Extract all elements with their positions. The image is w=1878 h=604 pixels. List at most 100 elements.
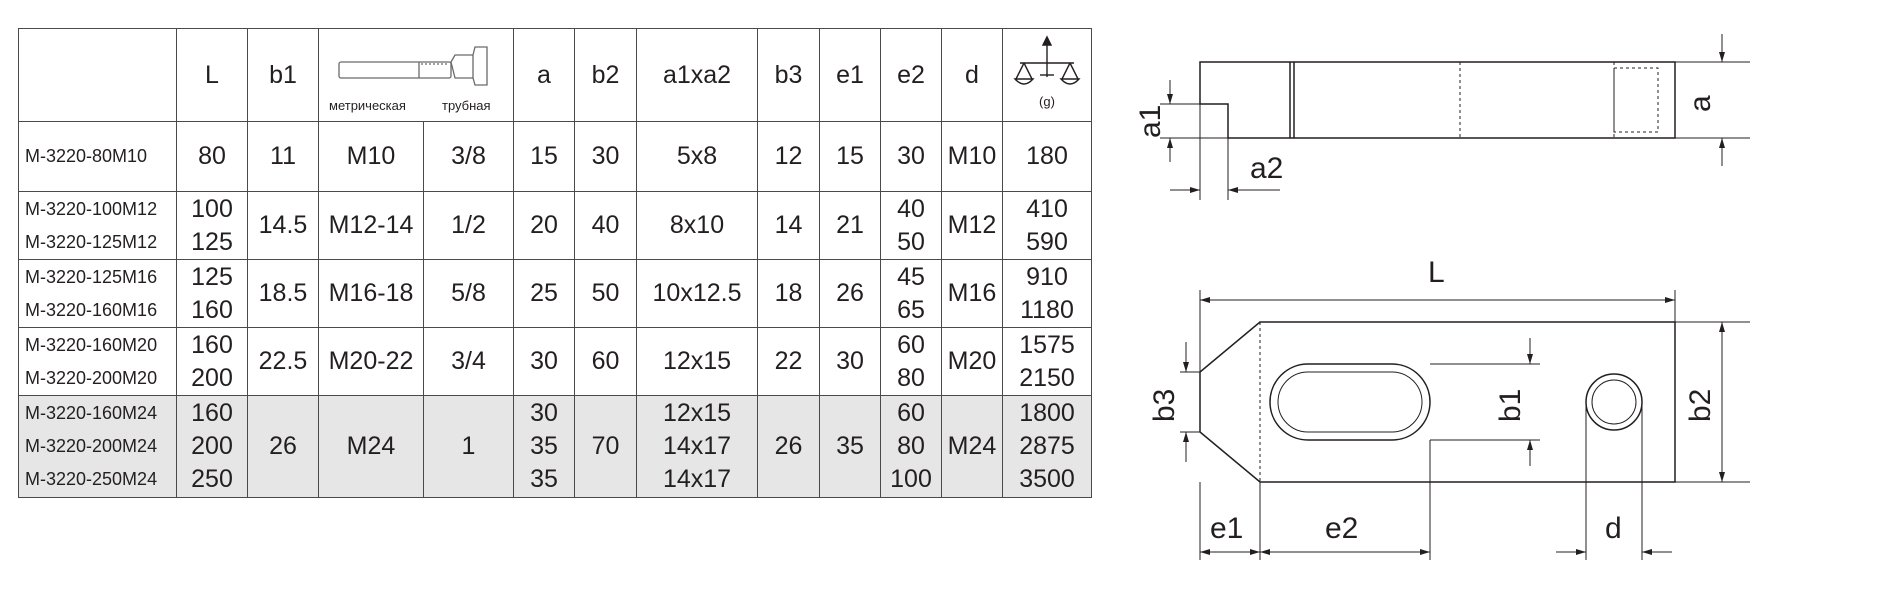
cell-pipe: 1/2 [423, 191, 514, 260]
header-thread: метрическая трубная [318, 28, 514, 122]
bolt-icon [338, 46, 488, 86]
header-e1: e1 [819, 28, 881, 122]
cell-b3: 22 [757, 327, 820, 396]
slot [1269, 363, 1431, 441]
cell-d: M16 [941, 259, 1003, 328]
hole-inner [1591, 379, 1637, 425]
header-row: L b1 метрическая трубная [18, 28, 1092, 122]
cell-metric: M16-18 [318, 259, 424, 328]
label-b1: b1 [1494, 389, 1527, 422]
cell-pipe: 3/8 [423, 121, 514, 192]
cell-e1: 15 [819, 121, 881, 192]
slot-inner [1277, 371, 1423, 433]
header-weight: (g) [1002, 28, 1092, 122]
cell-e1: 35 [819, 395, 881, 498]
label-e2: e2 [1325, 512, 1358, 545]
cell-b1: 14.5 [247, 191, 319, 260]
top-body-outline [1199, 321, 1676, 483]
label-a: a [1684, 95, 1717, 112]
cell-metric: M20-22 [318, 327, 424, 396]
cell-a: 30 [513, 327, 575, 396]
label-d: d [1605, 512, 1622, 545]
cell-a: 25 [513, 259, 575, 328]
header-thread-pipe: трубная [442, 98, 491, 113]
cell-b2: 50 [574, 259, 637, 328]
cell-metric: M12-14 [318, 191, 424, 260]
header-b2: b2 [574, 28, 637, 122]
header-d: d [941, 28, 1003, 122]
header-code [18, 28, 177, 122]
cell-e1: 26 [819, 259, 881, 328]
cell-b2: 30 [574, 121, 637, 192]
cell-b3: 12 [757, 121, 820, 192]
header-weight-unit: (g) [1039, 94, 1055, 109]
cell-code: M-3220-80M10 [18, 121, 177, 192]
cell-e1: 21 [819, 191, 881, 260]
cell-b3: 14 [757, 191, 820, 260]
cell-a: 20 [513, 191, 575, 260]
cell-pipe: 1 [423, 395, 514, 498]
header-L: L [176, 28, 248, 122]
header-a1xa2: a1xa2 [636, 28, 758, 122]
cell-metric: M10 [318, 121, 424, 192]
cell-b1: 11 [247, 121, 319, 192]
cell-e2: 30 [880, 121, 942, 192]
cell-b2: 70 [574, 395, 637, 498]
cell-a: 15 [513, 121, 575, 192]
cell-d: M24 [941, 395, 1003, 498]
header-b3: b3 [757, 28, 820, 122]
cell-metric: M24 [318, 395, 424, 498]
header-a: a [513, 28, 575, 122]
label-b3: b3 [1148, 389, 1181, 422]
hidden-hole [1613, 67, 1659, 133]
header-thread-metric: метрическая [329, 98, 406, 113]
cell-b1: 22.5 [247, 327, 319, 396]
hole-outer [1585, 373, 1643, 431]
cell-L: 80 [176, 121, 248, 192]
clamp-drawing: a1 a2 a [1134, 34, 1750, 560]
header-b1: b1 [247, 28, 319, 122]
cell-a1xa2: 5x8 [636, 121, 758, 192]
side-view [1160, 34, 1750, 200]
spec-table: L b1 метрическая трубная [18, 28, 1092, 498]
label-a2: a2 [1250, 152, 1283, 185]
cell-b2: 40 [574, 191, 637, 260]
cell-d: M10 [941, 121, 1003, 192]
header-e2: e2 [880, 28, 942, 122]
cell-weight: 180 [1002, 121, 1092, 192]
cell-b3: 26 [757, 395, 820, 498]
cell-e1: 30 [819, 327, 881, 396]
side-body-outline [1199, 61, 1676, 139]
cell-pipe: 5/8 [423, 259, 514, 328]
cell-a1xa2: 8x10 [636, 191, 758, 260]
label-L: L [1428, 256, 1445, 289]
cell-b3: 18 [757, 259, 820, 328]
cell-b1: 26 [247, 395, 319, 498]
cell-pipe: 3/4 [423, 327, 514, 396]
cell-a1xa2: 10x12.5 [636, 259, 758, 328]
label-a1: a1 [1134, 105, 1167, 138]
cell-b2: 60 [574, 327, 637, 396]
label-e1: e1 [1210, 512, 1243, 545]
cell-a1xa2: 12x15 [636, 327, 758, 396]
top-view [1180, 290, 1750, 560]
